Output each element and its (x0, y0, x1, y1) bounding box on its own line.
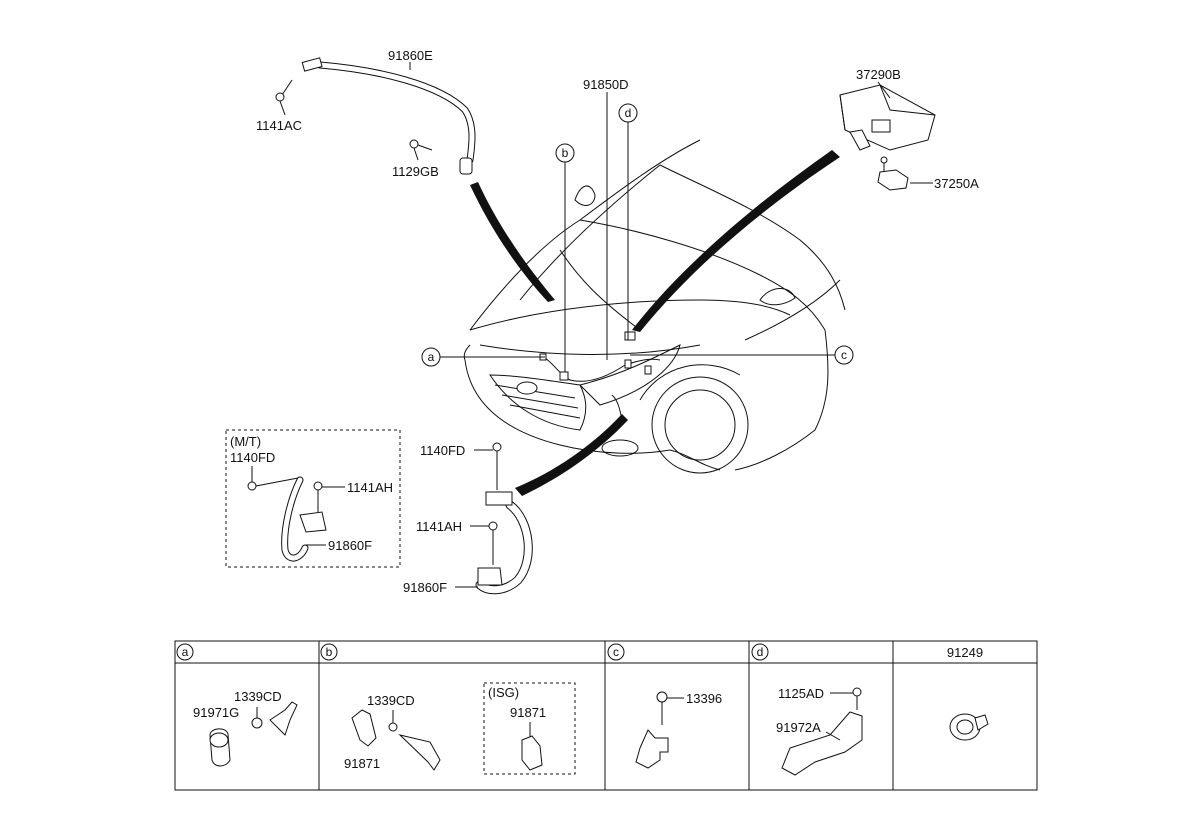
svg-text:c: c (841, 348, 847, 362)
table-header-c: c (607, 643, 625, 661)
sensor-37250A (877, 156, 909, 191)
isg-variant-box (483, 682, 576, 775)
label-37290B: 37290B (856, 67, 901, 82)
svg-text:b: b (562, 146, 569, 160)
cell-b-91871: 91871 (344, 756, 380, 771)
label-mt-1141AH: 1141AH (347, 480, 393, 495)
label-1141AH: 1141AH (416, 519, 462, 534)
cell-d-1125AD: 1125AD (778, 686, 824, 701)
label-mt-1140FD: 1140FD (230, 450, 275, 465)
label-mt-title: (M/T) (230, 434, 261, 449)
cell-d-parts (781, 687, 863, 776)
label-1140FD: 1140FD (420, 443, 465, 458)
label-mt-91860F: 91860F (328, 538, 372, 553)
callout-b: b (555, 143, 575, 163)
svg-text:a: a (428, 350, 435, 364)
detail-table: a b c d 91249 1339CD 91971G 1339CD 91871 (174, 640, 1038, 791)
cell-b-parts (351, 709, 543, 771)
table-header-d: d (751, 643, 769, 661)
svg-text:b: b (326, 645, 333, 659)
battery-cable-91860E (301, 57, 476, 175)
label-1141AC: 1141AC (256, 118, 302, 133)
label-1129GB: 1129GB (392, 164, 439, 179)
label-91860F: 91860F (403, 580, 447, 595)
cell-c-parts (635, 691, 684, 769)
callout-d: d (618, 103, 638, 123)
battery-cable-91860F-main (475, 442, 533, 595)
svg-text:a: a (182, 645, 189, 659)
bolt-1141AC (275, 79, 293, 102)
cell-91249-grommet (949, 713, 989, 741)
svg-text:c: c (613, 645, 619, 659)
cell-b-91871-isg: 91871 (510, 705, 546, 720)
battery-sensor-37290B (839, 84, 936, 151)
label-37250A: 37250A (934, 176, 979, 191)
table-header-b: b (320, 643, 338, 661)
table-header-a: a (176, 643, 194, 661)
label-91860E: 91860E (388, 48, 433, 63)
cell-c-13396: 13396 (686, 691, 722, 706)
pointer-stripe-cable (470, 182, 555, 302)
callout-c: c (834, 345, 854, 365)
cell-a-1339CD: 1339CD (234, 689, 282, 704)
bolt-1129GB (409, 139, 433, 151)
leader-lines (251, 62, 933, 588)
cell-b-isg-title: (ISG) (488, 685, 519, 700)
callout-a: a (421, 347, 441, 367)
table-header-91249: 91249 (947, 645, 983, 660)
cell-d-91972A: 91972A (776, 720, 821, 735)
cell-a-parts (209, 701, 298, 767)
label-91850D: 91850D (583, 77, 629, 92)
svg-text:d: d (625, 106, 632, 120)
car-illustration (463, 139, 846, 474)
pointer-stripe-sensor (632, 150, 840, 332)
pointer-stripe-lower (515, 414, 628, 496)
svg-text:d: d (757, 645, 764, 659)
mt-variant-box (225, 429, 401, 568)
cell-b-1339CD: 1339CD (367, 693, 415, 708)
battery-cable-91860F-mt (247, 476, 327, 562)
cell-a-91971G: 91971G (193, 705, 239, 720)
